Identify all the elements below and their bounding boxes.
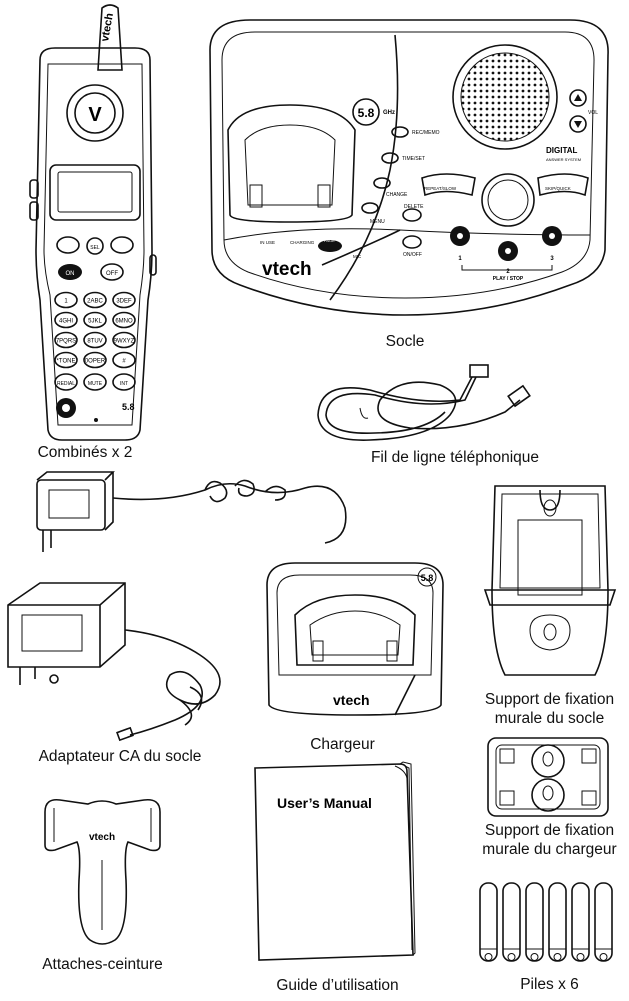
digital-label: DIGITAL: [546, 146, 578, 155]
rec-memo-label: REC/MEMO: [412, 130, 440, 136]
handset-key: [54, 311, 78, 329]
batteries: Piles x 6: [470, 875, 629, 1000]
handset: vtech V SEL ON OFF 1 2ABC 3DEF 4GHI 5JKL 6MNO…: [0, 0, 170, 461]
delete-label: DELETE: [404, 204, 424, 210]
battery-terminal: [599, 953, 608, 961]
caption-base-adapter: Adaptateur CA du socle: [38, 748, 202, 765]
users-manual: User’s Manual Guide d’utilisation: [245, 760, 435, 1000]
handset-key-label: #: [122, 359, 126, 365]
battery-terminal: [553, 953, 562, 961]
handset-mute-label: MUTE: [88, 381, 103, 387]
charger-adapter: [25, 468, 375, 568]
handset-key: [112, 331, 136, 349]
answer-system-label: ANSWER SYSTEM: [546, 157, 581, 162]
telephone-line-cord: Fil de ligne téléphonique: [300, 360, 610, 470]
menu-label: MENU: [370, 219, 385, 225]
play-stop-label: PLAY / STOP: [493, 276, 524, 282]
base-wall-bracket: Support de fixation murale du socle: [470, 480, 629, 730]
handset-sel-label: SEL: [90, 245, 100, 251]
in-use-label: IN USE: [260, 240, 275, 245]
svg-text:V: V: [88, 104, 102, 126]
time-set-label: TIME/SET: [402, 156, 425, 162]
handset-key: [54, 351, 78, 369]
handset-key: [83, 331, 107, 349]
skip-quick-label: SKIP/QUICK: [545, 186, 571, 191]
battery-terminal: [484, 953, 493, 961]
handset-key: [54, 331, 78, 349]
handset-key-label: 4GHI: [59, 319, 73, 325]
handset-key-label: 3DEF: [116, 299, 132, 305]
handset-key-label: 2ABC: [87, 299, 103, 305]
charger-badge: 5.8: [421, 573, 434, 583]
handset-key-label: *TONE: [57, 359, 76, 365]
mem-3-label: 3: [550, 256, 554, 262]
repeat-slow-label: REPEAT/SLOW: [424, 186, 457, 191]
base-brand: vtech: [262, 259, 312, 280]
caption-guide: Guide d’utilisation: [276, 977, 399, 994]
handset-key-label: 1: [64, 299, 68, 305]
handset-key-label: 6MNO: [115, 319, 133, 325]
handset-keypad: 1 2ABC 3DEF 4GHI 5JKL 6MNO 7PQRS 8TUV 9WXYZ *TONE…: [54, 291, 136, 369]
caption-charger-bracket-1: Support de fixation: [484, 822, 615, 839]
handset-key: [112, 311, 136, 329]
charger: 5.8 vtech Chargeur: [255, 555, 455, 755]
caption-charger-bracket-2: murale du chargeur: [482, 841, 617, 858]
battery-terminal: [530, 953, 539, 961]
battery-terminal: [576, 953, 585, 961]
battery-terminal: [507, 953, 516, 961]
change-label: CHANGE: [386, 192, 408, 198]
charger-brand: vtech: [333, 692, 370, 708]
handset-key-label: 8TUV: [87, 339, 102, 345]
antenna-brand: vtech: [99, 12, 116, 43]
caption-batteries: Piles x 6: [520, 976, 579, 993]
caption-belt-clip: Attaches-ceinture: [42, 956, 163, 973]
mem-1-label: 1: [458, 256, 462, 262]
handset-key: [54, 291, 78, 309]
battery-group: [479, 882, 613, 962]
handset-key: [83, 291, 107, 309]
caption-base: Socle: [385, 333, 425, 350]
handset-off-label: OFF: [106, 271, 118, 277]
caption-line-cord: Fil de ligne téléphonique: [370, 449, 540, 466]
manual-title: User’s Manual: [277, 795, 372, 811]
base-unit: 5.8 GHz REC/MEMO TIME/SET CHANGE MENU DE…: [190, 10, 620, 360]
handset-on-label: ON: [66, 271, 75, 277]
base-badge: 5.8: [358, 106, 375, 120]
handset-key-label: 9WXYZ: [114, 339, 135, 345]
mic-label: MIC: [353, 254, 362, 259]
base-ac-adapter: Adaptateur CA du socle: [0, 575, 260, 775]
caption-charger: Chargeur: [310, 736, 375, 753]
caption-handset: Combinés x 2: [37, 444, 133, 461]
handset-key-label: 0OPER: [85, 359, 106, 365]
belt-clip: vtech Attaches-ceinture: [20, 790, 190, 995]
base-badge-unit: GHz: [383, 110, 395, 116]
handset-key: [112, 351, 136, 369]
handset-key: [112, 291, 136, 309]
handset-redial-label: REDIAL: [57, 381, 75, 387]
on-off-label: ON/OFF: [403, 252, 422, 258]
charging-label: CHARGING: [290, 240, 315, 245]
mem-2-label: 2: [506, 269, 510, 275]
handset-key-label: 7PQRS: [56, 339, 76, 345]
charger-wall-bracket: Support de fixation murale du chargeur: [470, 735, 629, 875]
handset-key-label: 5JKL: [88, 319, 102, 325]
vol-label: VOL: [588, 110, 598, 116]
caption-base-bracket-2: murale du socle: [494, 710, 605, 727]
handset-badge: 5.8: [122, 402, 135, 412]
handset-key: [83, 311, 107, 329]
page-label: PAGE: [324, 238, 335, 243]
handset-key: [83, 351, 107, 369]
caption-base-bracket-1: Support de fixation: [484, 691, 615, 708]
handset-int-label: INT: [120, 381, 128, 387]
belt-clip-brand: vtech: [89, 832, 115, 843]
